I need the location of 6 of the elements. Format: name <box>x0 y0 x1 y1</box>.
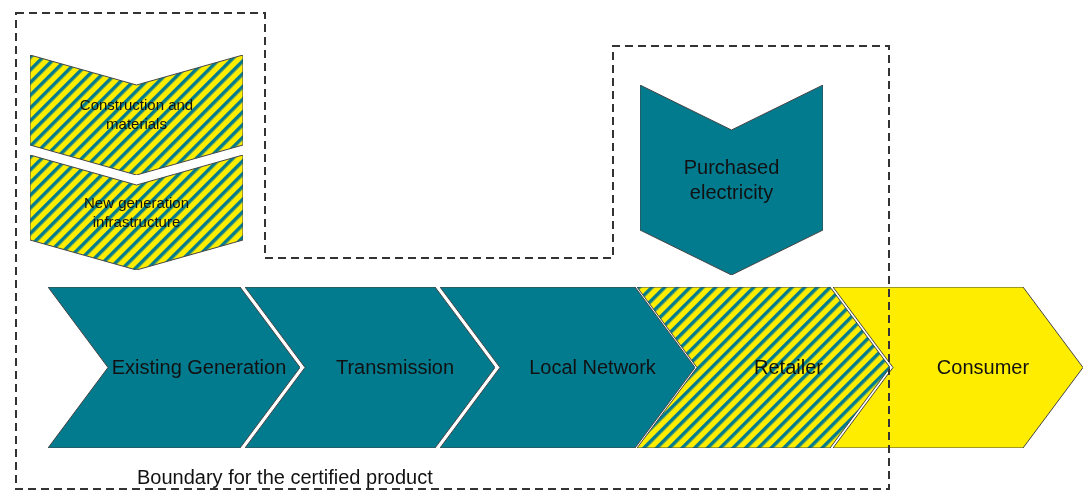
node-label: Consumer <box>936 355 1030 380</box>
boundary-label: Boundary for the certified product <box>137 465 433 489</box>
node-label: Purchased electricity <box>682 155 781 205</box>
node-label: Transmission <box>335 355 455 380</box>
node-label: Local Network <box>529 355 656 380</box>
node-label: Existing Generation <box>111 355 287 380</box>
